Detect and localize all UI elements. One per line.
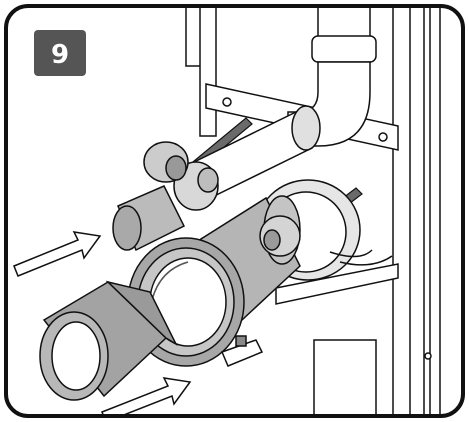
assembly-arrow-upper bbox=[13, 231, 102, 277]
panel-border bbox=[4, 4, 465, 418]
support-bracket bbox=[220, 335, 264, 367]
step-number: 9 bbox=[51, 40, 69, 70]
pipe-sleeve bbox=[39, 280, 178, 401]
cap-nut-lower bbox=[259, 215, 301, 257]
step-badge: 9 bbox=[34, 30, 86, 76]
assembly-arrow-lower bbox=[101, 377, 192, 416]
cap-nut-upper bbox=[143, 141, 189, 183]
small-cylinder bbox=[112, 185, 186, 252]
step-badge-background bbox=[34, 30, 86, 76]
